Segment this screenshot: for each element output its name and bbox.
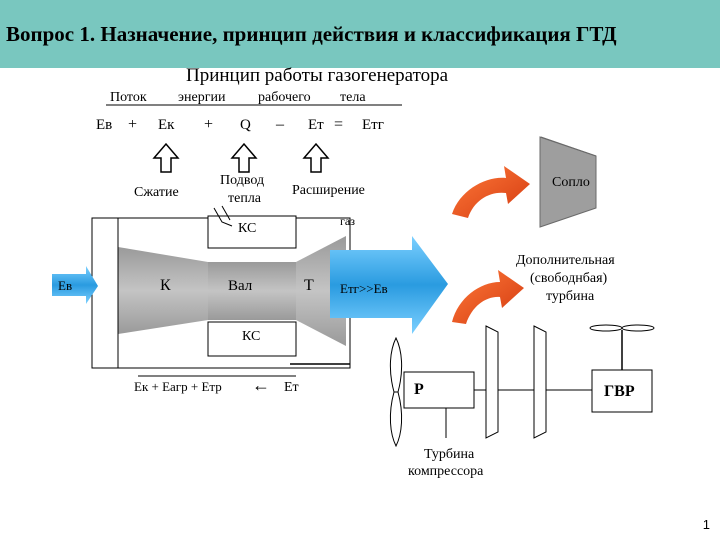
label-nozzle: Сопло [552, 175, 590, 190]
inlet-arrow [52, 266, 98, 304]
label-compression: Сжатие [134, 185, 179, 200]
up-arrow-2 [230, 142, 258, 173]
exhaust-arrow [330, 236, 448, 334]
label-heat-1: Подвод [220, 173, 265, 188]
label-reducer: Р [414, 381, 424, 398]
label-heat-2: тепла [228, 191, 262, 206]
label-back-arrow: ← [252, 375, 270, 395]
label-comp-turbine-1: Турбина [424, 447, 475, 462]
compressor-shape [118, 247, 208, 334]
eq-q: Q [240, 117, 251, 133]
propeller-icon [389, 336, 403, 448]
eq-plus-2: + [204, 116, 214, 133]
label-combustor-top: КС [238, 221, 257, 236]
orange-arrow-free-turbine [452, 270, 524, 324]
label-expansion: Расширение [292, 183, 365, 198]
eq-plus-1: + [128, 116, 138, 133]
label-gas-energy: Етг>>Ев [340, 281, 388, 296]
fuel-injector-mark [213, 207, 233, 227]
label-free-turbine-3: турбина [546, 289, 595, 304]
label-balance: Ек + Eагр + Eтр [134, 379, 222, 394]
label-turbine: Т [304, 277, 314, 294]
label-compressor: К [160, 277, 171, 294]
turbine-disc-1 [485, 325, 499, 439]
subtitle: Принцип работы газогенератора [186, 65, 449, 86]
eq-minus: – [276, 116, 284, 133]
label-free-turbine-1: Дополнительная [516, 253, 615, 268]
eq-et: Ет [308, 117, 324, 133]
combustor-bottom-box [207, 321, 297, 357]
flow-word-4: тела [340, 90, 366, 105]
slide-title: Вопрос 1. Назначение, принцип действия и… [6, 22, 617, 46]
label-combustor-bottom: КС [242, 329, 261, 344]
flow-word-3: рабочего [258, 90, 311, 105]
orange-arrow-nozzle [452, 166, 530, 218]
combustor-top-box [207, 215, 297, 249]
shaft-shape [208, 262, 296, 320]
label-inlet-energy: Ев [58, 278, 73, 293]
reducer-box [403, 371, 475, 409]
up-arrow-1 [152, 142, 180, 173]
eq-ek: Ек [158, 117, 175, 133]
label-gas: газ [340, 214, 355, 228]
turbine-disc-2 [533, 325, 547, 439]
flow-word-2: энергии [178, 90, 226, 105]
label-comp-turbine-2: компрессора [408, 464, 484, 479]
label-gvr: ГВР [604, 383, 635, 400]
page-number: 1 [702, 517, 710, 532]
flow-word-1: Поток [110, 90, 147, 105]
title-bar [0, 0, 720, 68]
label-free-turbine-2: (свободнбая) [530, 271, 608, 286]
eq-ev: Ев [96, 117, 113, 133]
eq-etg: Етг [362, 117, 384, 133]
label-shaft: Вал [228, 278, 253, 294]
label-et-bottom: Ет [284, 380, 299, 395]
up-arrow-3 [302, 142, 330, 173]
eq-equals: = [334, 116, 344, 133]
rotor-blades-icon [589, 324, 655, 332]
